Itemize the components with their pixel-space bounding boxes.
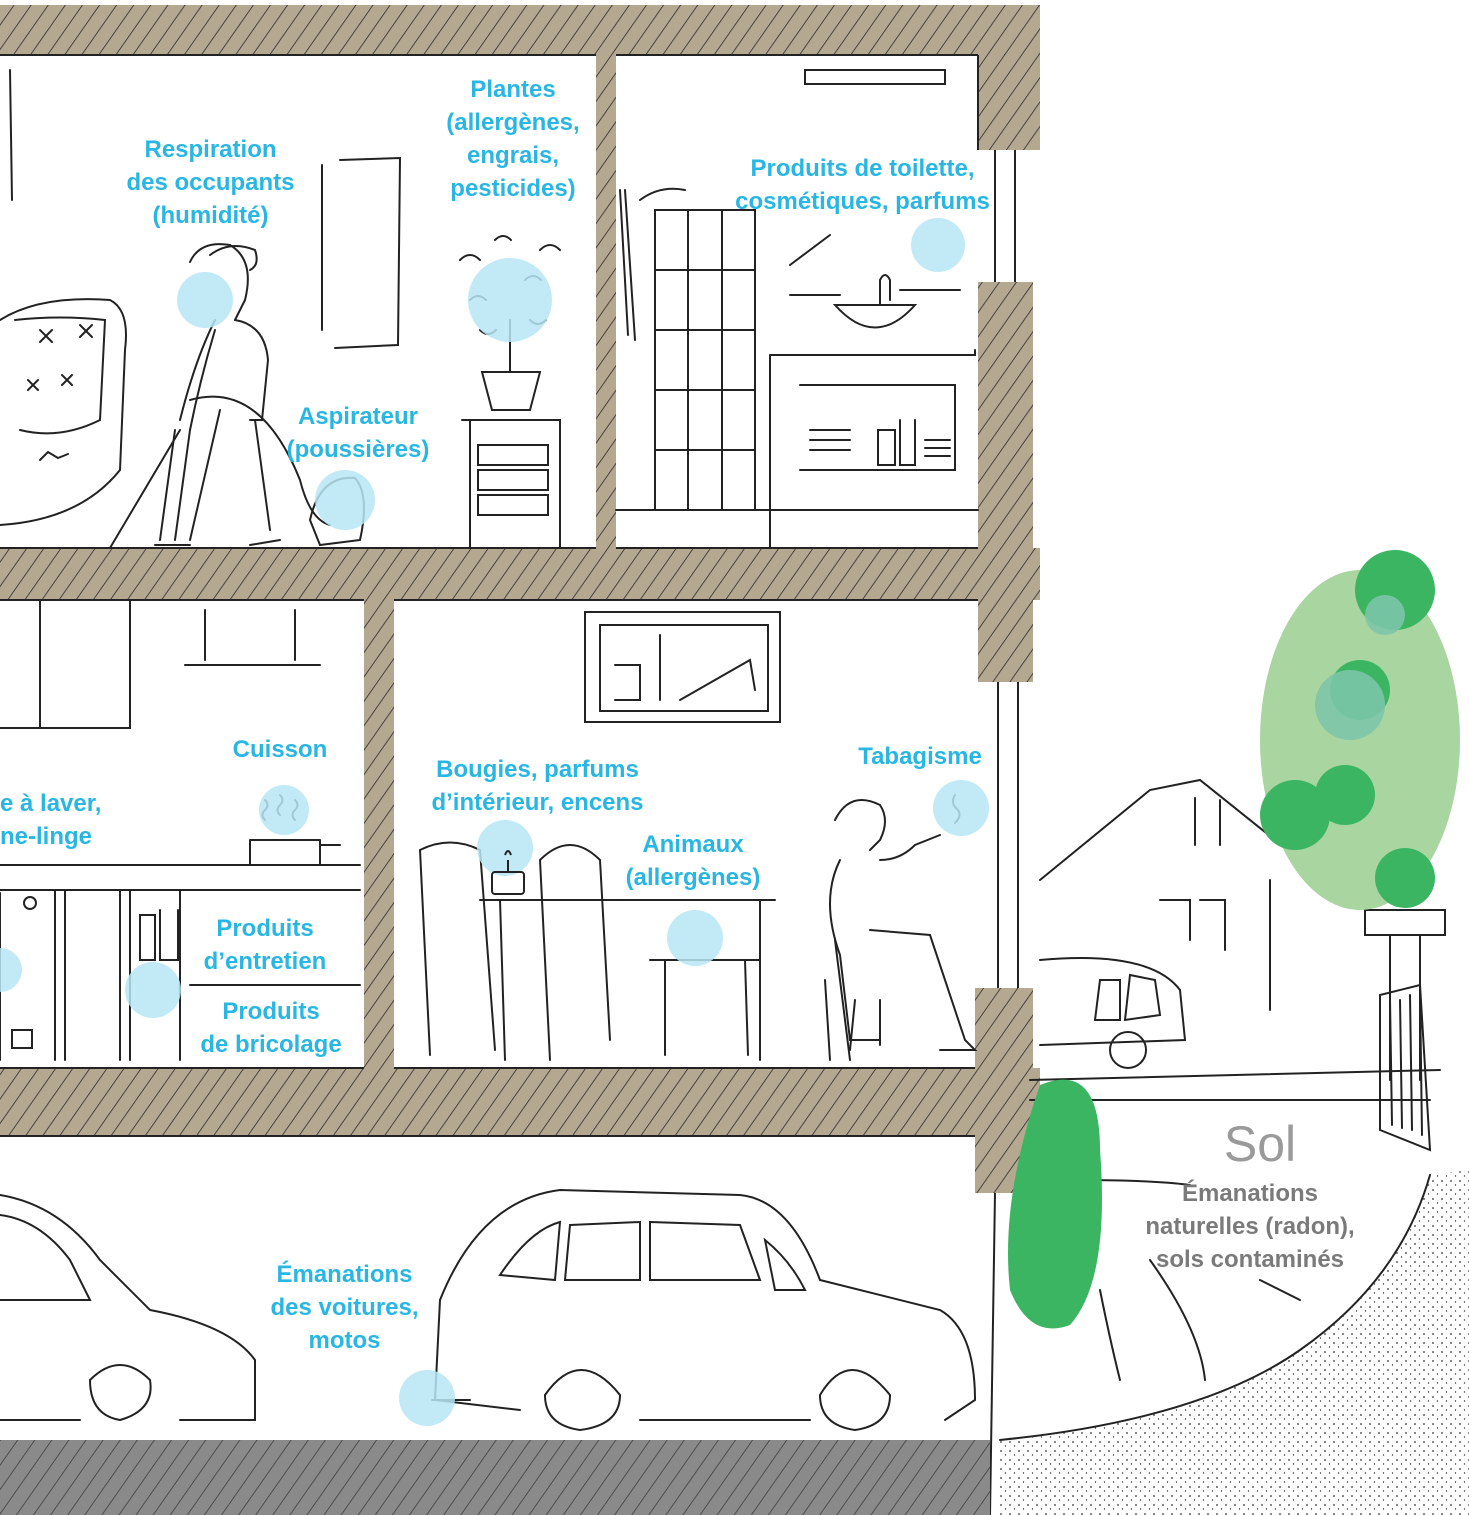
tree-right (1260, 550, 1460, 910)
soil-caption-line-1: Émanations (1181, 1180, 1319, 1207)
label-bougies: Bougies, parfums d’intérieur, encens (415, 753, 660, 819)
pet-highlight (667, 910, 723, 966)
cleaning-highlight (125, 962, 181, 1018)
label-respiration: Respiration des occupants (humidité) (118, 133, 303, 232)
smoke-highlight (933, 780, 989, 836)
soil-ground (1000, 1170, 1469, 1515)
living-room (0, 69, 402, 549)
label-tabagisme-line-1: Tabagisme (858, 743, 982, 770)
cosmetics-highlight (911, 218, 965, 272)
label-respiration-line-1: Respiration (144, 136, 277, 163)
label-voitures-line-2: des voitures, (270, 1294, 419, 1321)
house-walls (0, 5, 1040, 1515)
kitchen (0, 599, 361, 1061)
outside-scene (999, 778, 1446, 1441)
label-voitures-line-3: motos (308, 1327, 381, 1354)
label-toilette-line-1: Produits de toilette, (750, 155, 975, 182)
label-cuisson: Cuisson (220, 733, 340, 766)
label-animaux: Animaux (allergènes) (612, 828, 774, 894)
label-plantes-line-2: (allergènes, (446, 109, 580, 136)
label-entretien-line-2: d’entretien (203, 948, 327, 975)
bathroom (615, 69, 979, 549)
label-bricolage: Produits de bricolage (190, 995, 352, 1061)
plant-highlight (468, 258, 552, 342)
label-animaux-line-2: (allergènes) (625, 864, 761, 891)
vacuum-highlight (315, 470, 375, 530)
label-plantes-line-3: engrais, (466, 142, 560, 169)
label-machine-line-1: e à laver, (0, 790, 102, 817)
label-plantes: Plantes (allergènes, engrais, pesticides… (438, 73, 588, 205)
garage-cars (0, 1188, 977, 1432)
cooking-highlight (259, 785, 309, 835)
washer-highlight (0, 948, 22, 992)
soil-caption-line-2: naturelles (radon), (1145, 1213, 1355, 1240)
label-aspirateur: Aspirateur (poussières) (278, 400, 438, 466)
soil-title: Sol (1223, 1116, 1297, 1172)
label-tabagisme: Tabagisme (845, 740, 995, 773)
label-aspirateur-line-1: Aspirateur (297, 403, 419, 430)
label-plantes-line-4: pesticides) (450, 175, 576, 202)
label-bricolage-line-1: Produits (222, 998, 320, 1025)
label-bougies-line-1: Bougies, parfums (436, 756, 639, 783)
soil-caption: Émanations naturelles (radon), sols cont… (1125, 1177, 1375, 1276)
label-bougies-line-2: d’intérieur, encens (431, 789, 644, 816)
label-voitures: Émanations des voitures, motos (262, 1258, 427, 1357)
candle (491, 850, 525, 895)
label-voitures-line-1: Émanations (276, 1261, 413, 1288)
label-toilette: Produits de toilette, cosmétiques, parfu… (720, 152, 1005, 218)
candle-highlight (477, 820, 533, 876)
tree-left (1008, 1079, 1102, 1329)
label-entretien-line-1: Produits (216, 915, 314, 942)
label-aspirateur-line-2: (poussières) (286, 436, 430, 463)
label-bricolage-line-2: de bricolage (200, 1031, 342, 1058)
label-respiration-line-2: des occupants (126, 169, 295, 196)
exhaust-highlight (399, 1370, 455, 1426)
respiration-highlight (177, 272, 233, 328)
dining-room (419, 611, 978, 1061)
label-cuisson-line-1: Cuisson (232, 736, 328, 763)
label-machine-line-2: ne-linge (0, 823, 93, 850)
label-plantes-line-1: Plantes (470, 76, 556, 103)
plant-dresser (459, 235, 561, 549)
label-entretien: Produits d’entretien (190, 912, 340, 978)
label-respiration-line-3: (humidité) (152, 202, 269, 229)
label-animaux-line-1: Animaux (642, 831, 744, 858)
label-machine: e à laver, ne-linge (0, 787, 140, 853)
soil-caption-line-3: sols contaminés (1155, 1246, 1345, 1273)
label-toilette-line-2: cosmétiques, parfums (735, 188, 990, 215)
